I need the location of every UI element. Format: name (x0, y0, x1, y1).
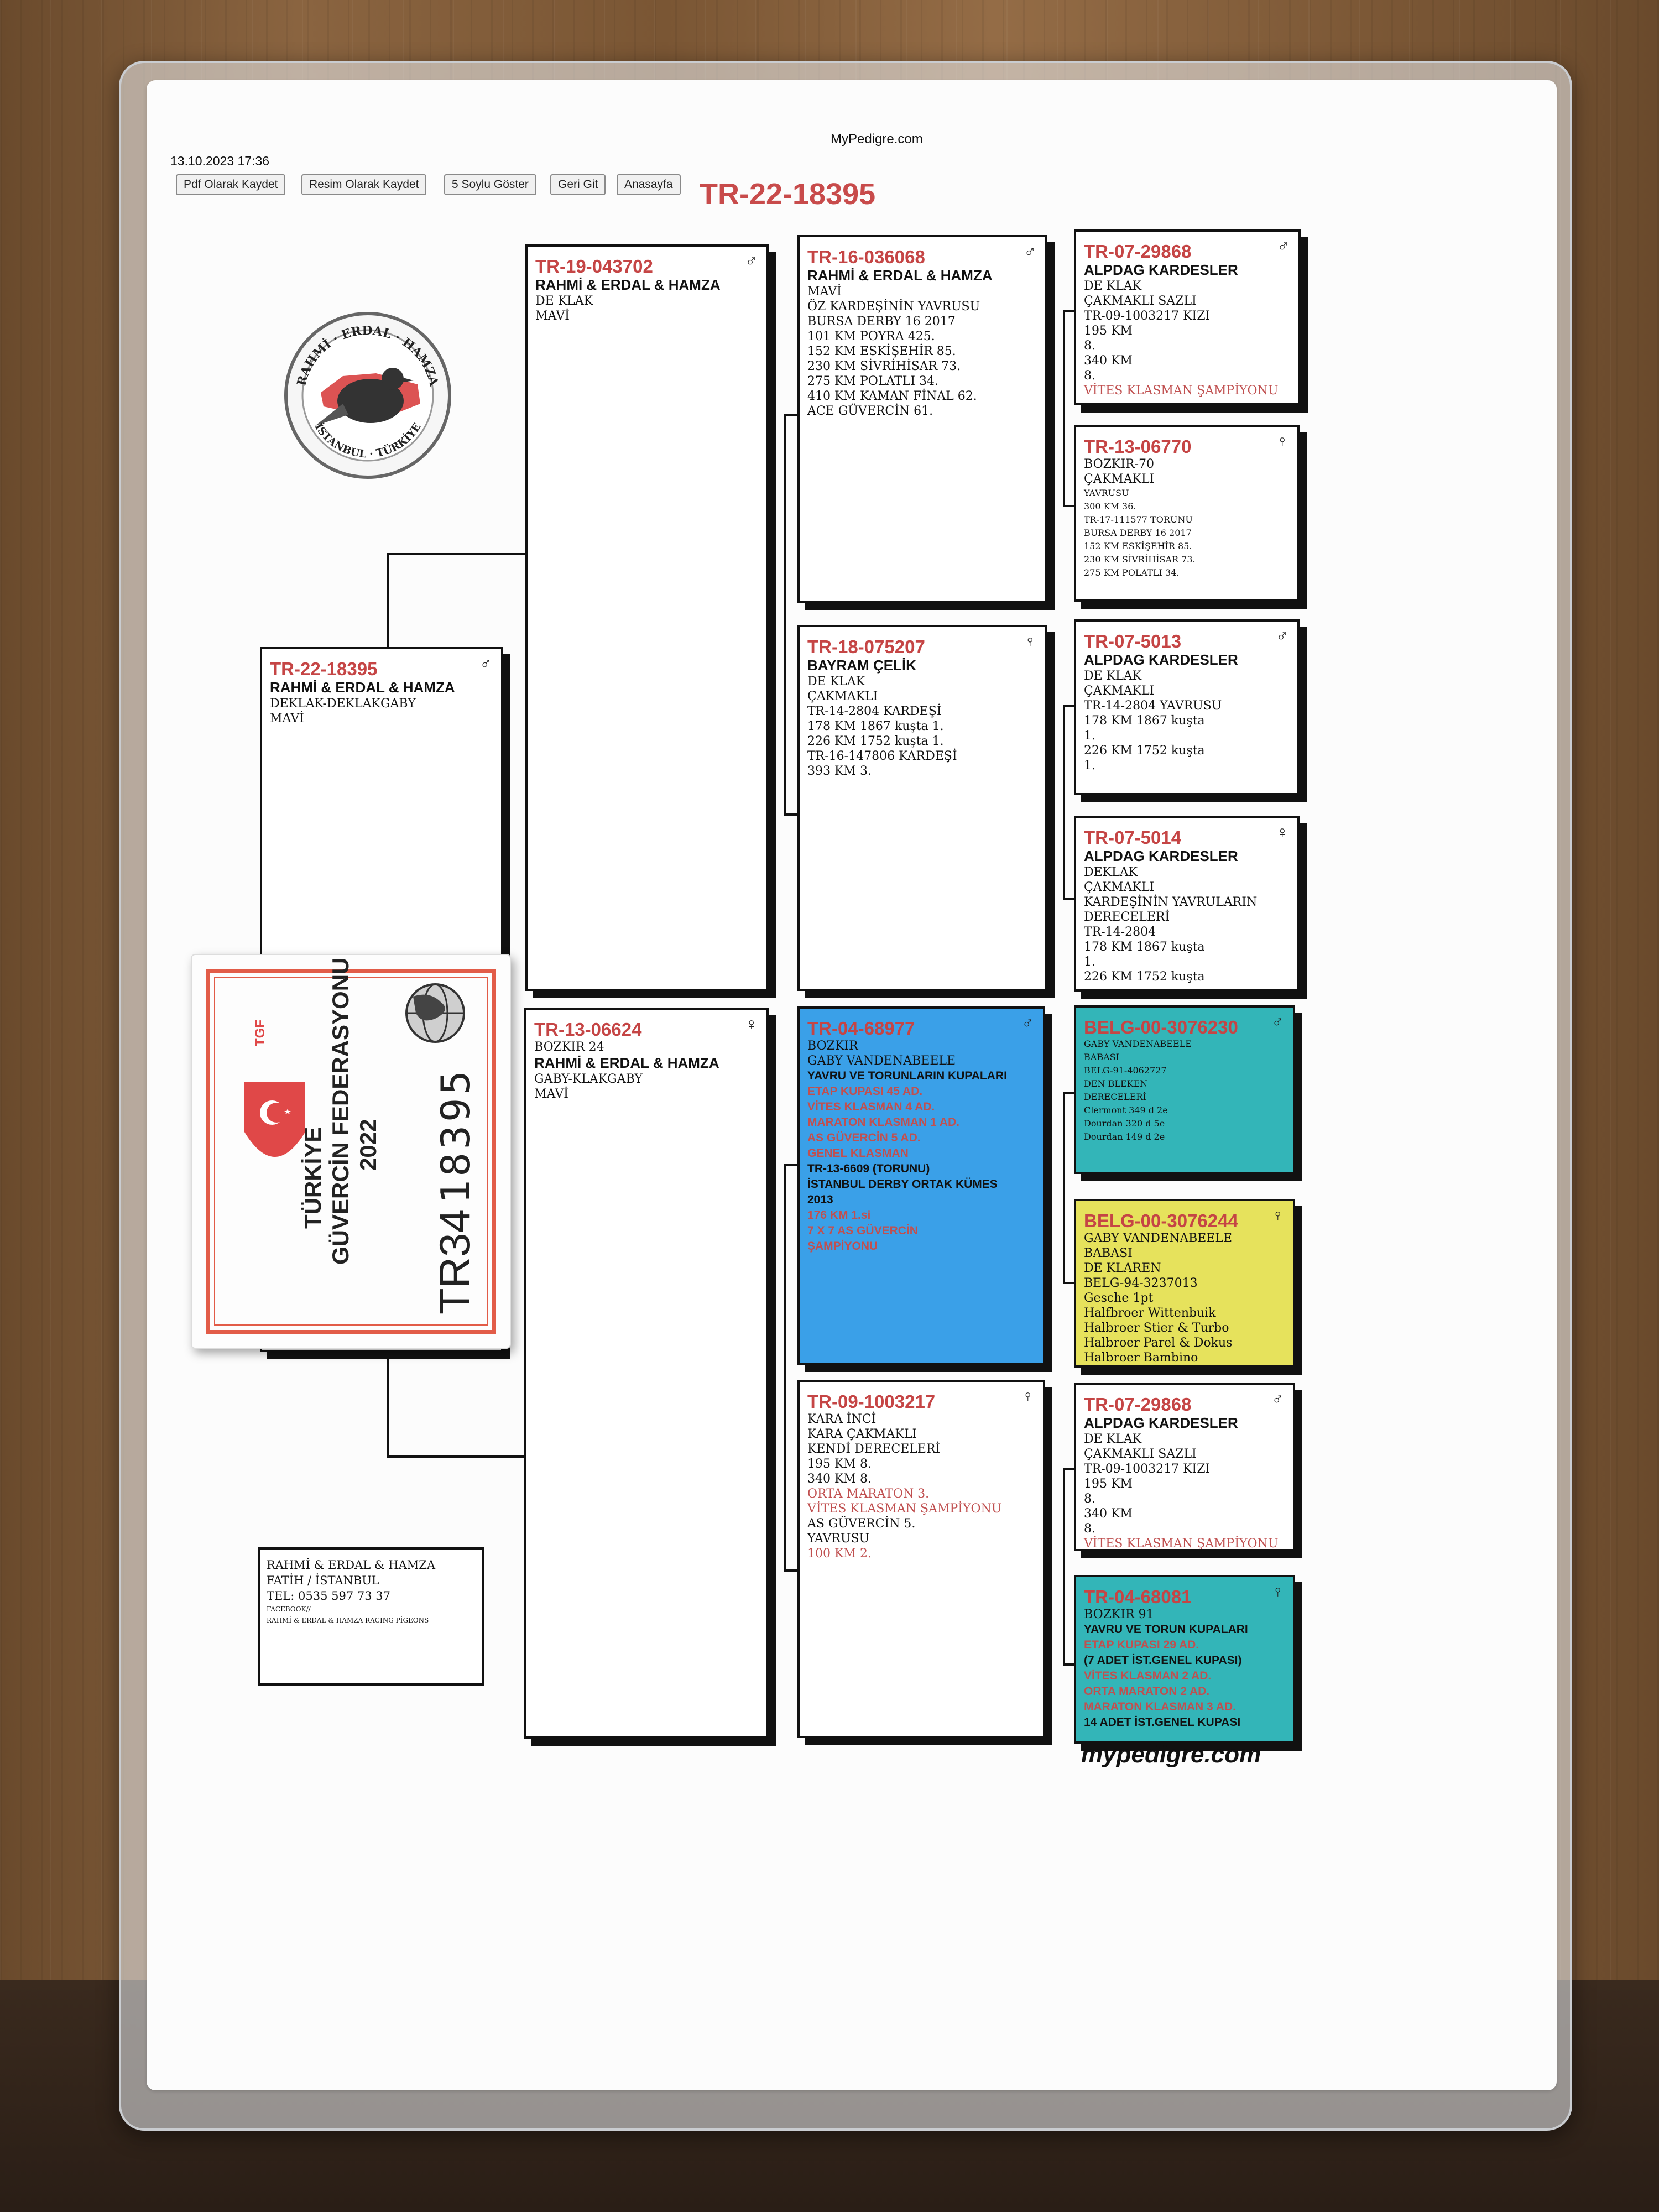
ring-id: TR-07-29868 (1084, 241, 1192, 262)
tgf-badge-text: TGF (253, 1020, 268, 1046)
footer-brand: mypedigre.com (1081, 1741, 1261, 1768)
ring-card-title-2: GÜVERCİN FEDERASYONU (327, 957, 353, 1265)
ring-card-title-1: TÜRKİYE (300, 1126, 326, 1229)
pedigree-card-dam-sire[interactable]: TR-04-68977 ♂ BOZKIR GABY VANDENABEELE Y… (797, 1006, 1045, 1365)
female-icon: ♀ (1271, 1207, 1285, 1225)
ring-prefix: TR34 (430, 1209, 479, 1314)
pedigree-card-ddd[interactable]: TR-04-68081 ♀ BOZKIR 91 YAVRU VE TORUN K… (1074, 1575, 1295, 1744)
ring-id: TR-04-68081 (1084, 1587, 1192, 1607)
back-button[interactable]: Geri Git (550, 174, 606, 195)
ring-id: BELG-00-3076244 (1084, 1211, 1238, 1231)
male-icon: ♂ (1277, 237, 1290, 255)
female-icon: ♀ (745, 1015, 758, 1034)
pedigree-card-sire-sire[interactable]: TR-16-036068 ♂ RAHMİ & ERDAL & HAMZA MAV… (797, 235, 1047, 603)
male-icon: ♂ (479, 655, 493, 673)
female-icon: ♀ (1024, 633, 1037, 651)
male-icon: ♂ (1271, 1013, 1285, 1031)
pedigree-card-sdd[interactable]: TR-07-5014 ♀ ALPDAG KARDESLER DEKLAK ÇAK… (1074, 816, 1300, 992)
contact-box: RAHMİ & ERDAL & HAMZA FATİH / İSTANBUL T… (258, 1547, 484, 1686)
male-icon: ♂ (745, 252, 758, 270)
pedigree-card-dds[interactable]: TR-07-29868 ♂ ALPDAG KARDESLER DE KLAK Ç… (1074, 1383, 1295, 1551)
ring-id: TR-09-1003217 (807, 1391, 936, 1412)
image-save-button[interactable]: Resim Olarak Kaydet (301, 174, 427, 195)
pedigree-title: TR-22-18395 (700, 178, 876, 211)
pedigree-card-sire-dam[interactable]: TR-18-075207 ♀ BAYRAM ÇELİK DE KLAK ÇAKM… (797, 625, 1047, 991)
male-icon: ♂ (1271, 1390, 1285, 1408)
federation-ring-card: TÜRKİYE GÜVERCİN FEDERASYONU 2022 TR34 1… (191, 954, 511, 1349)
show-five-gen-button[interactable]: 5 Soylu Göster (444, 174, 536, 195)
male-icon: ♂ (1021, 1014, 1035, 1032)
bracket-dam (784, 1164, 786, 1571)
ring-id: TR-16-036068 (807, 247, 925, 267)
male-icon: ♂ (1276, 627, 1289, 645)
ring-id: TR-13-06770 (1084, 436, 1192, 457)
loft-logo: RAHMİ · ERDAL · HAMZA İSTANBUL · TÜRKİYE (284, 312, 451, 479)
pedigree-card-dam-dam[interactable]: TR-09-1003217 ♀ KARA İNCİ KARA ÇAKMAKLI … (797, 1380, 1045, 1738)
ring-id: BELG-00-3076230 (1084, 1017, 1238, 1037)
pdf-save-button[interactable]: Pdf Olarak Kaydet (176, 174, 286, 195)
ring-id: TR-19-043702 (535, 256, 653, 276)
male-icon: ♂ (1024, 243, 1037, 261)
globe-icon (405, 983, 465, 1043)
pedigree-card-dss[interactable]: BELG-00-3076230 ♂ GABY VANDENABEELE BABA… (1074, 1005, 1295, 1174)
pedigree-card-sire[interactable]: TR-19-043702 ♂ RAHMİ & ERDAL & HAMZA DE … (525, 244, 769, 991)
female-icon: ♀ (1021, 1387, 1035, 1406)
bracket-sire (784, 414, 786, 815)
pedigree-card-dsd[interactable]: BELG-00-3076244 ♀ GABY VANDENABEELE BABA… (1074, 1199, 1295, 1368)
female-icon: ♀ (1271, 1583, 1285, 1601)
ring-id: TR-07-5014 (1084, 827, 1182, 848)
pedigree-card-ssd[interactable]: TR-13-06770 ♀ BOZKIR-70 ÇAKMAKLI YAVRUSU… (1074, 425, 1300, 602)
ring-id: TR-04-68977 (807, 1018, 915, 1039)
ring-id: TR-18-075207 (807, 637, 925, 657)
female-icon: ♀ (1276, 432, 1289, 451)
pedigree-card-dam[interactable]: TR-13-06624 ♀ BOZKIR 24 RAHMİ & ERDAL & … (524, 1008, 769, 1739)
ring-id: TR-07-29868 (1084, 1394, 1192, 1415)
ring-id: TR-13-06624 (534, 1019, 642, 1040)
print-date: 13.10.2023 17:36 (170, 154, 270, 168)
ring-id: TR-07-5013 (1084, 631, 1182, 651)
ring-id: TR-22-18395 (270, 659, 378, 679)
pedigree-card-sss[interactable]: TR-07-29868 ♂ ALPDAG KARDESLER DE KLAK Ç… (1074, 229, 1301, 405)
tgf-emblem-icon (244, 1082, 305, 1157)
home-button[interactable]: Anasayfa (617, 174, 681, 195)
ring-number: 18395 (432, 1067, 479, 1204)
site-name: MyPedigre.com (831, 132, 923, 147)
pedigree-card-sds[interactable]: TR-07-5013 ♂ ALPDAG KARDESLER DE KLAK ÇA… (1074, 619, 1300, 795)
female-icon: ♀ (1276, 823, 1289, 842)
ring-card-year: 2022 (355, 1119, 381, 1171)
